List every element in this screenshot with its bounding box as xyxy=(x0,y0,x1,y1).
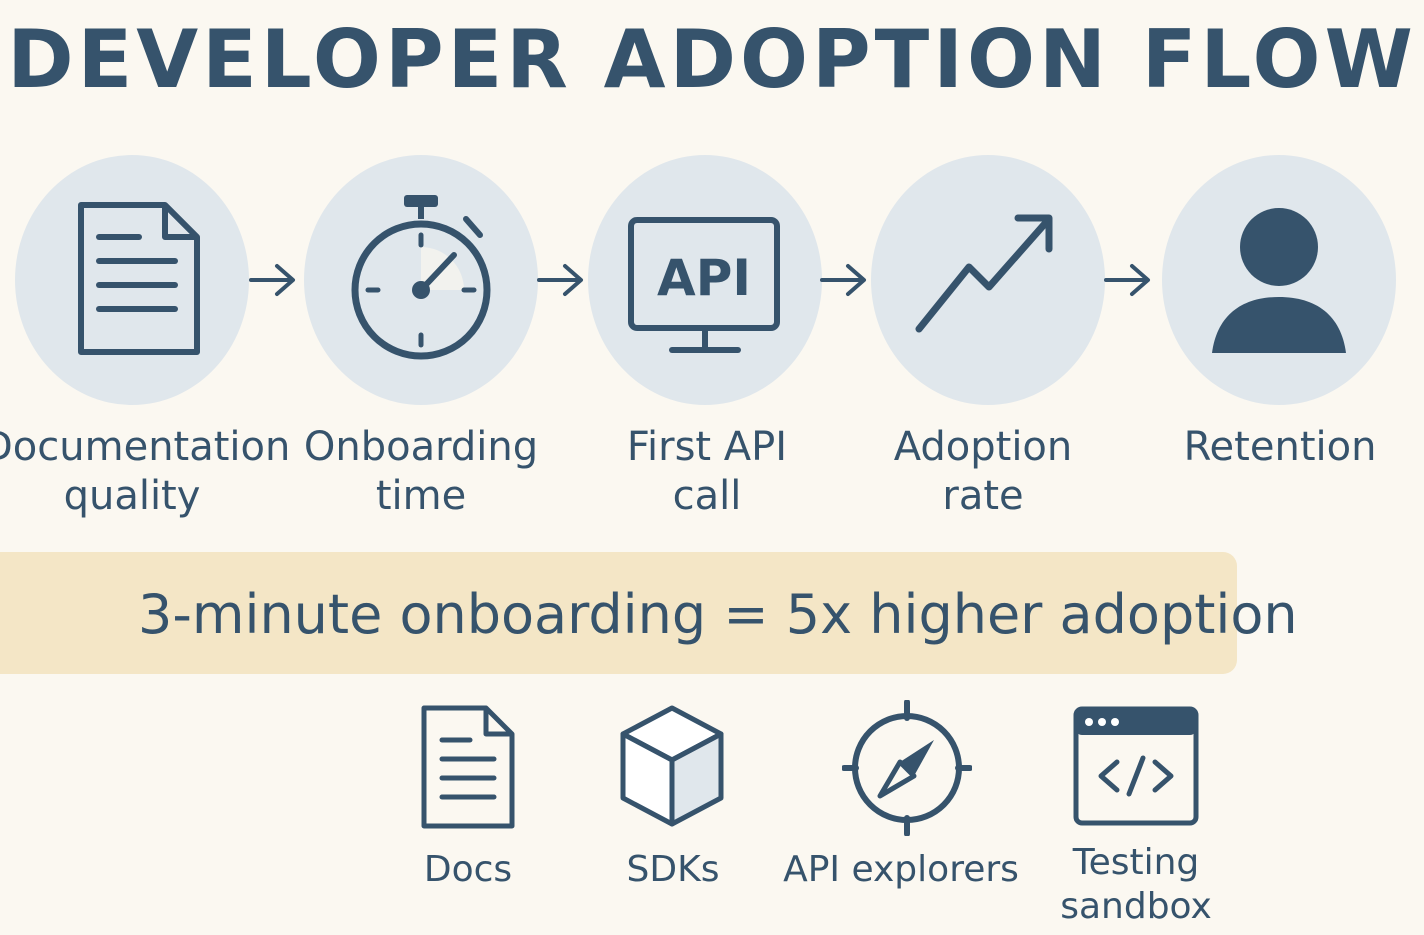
tool-label-testing-sandbox: Testing sandbox xyxy=(1006,841,1266,929)
api-monitor-icon: API xyxy=(628,217,780,353)
api-icon-text: API xyxy=(657,249,751,307)
docs-icon xyxy=(421,705,515,829)
step-first-api-circle: API xyxy=(588,155,822,405)
user-icon xyxy=(1212,208,1346,353)
step-retention-circle xyxy=(1162,155,1396,405)
compass-icon xyxy=(842,700,972,836)
step-label-line2: call xyxy=(672,473,742,519)
step-documentation-circle xyxy=(15,155,249,405)
step-label-line2: time xyxy=(375,473,467,519)
tool-label-line1: SDKs xyxy=(626,849,720,890)
tool-label-line2: sandbox xyxy=(1060,886,1212,927)
step-label-onboarding: Onboarding time xyxy=(271,423,571,521)
code-window-icon xyxy=(1073,706,1199,826)
arrow-right-icon xyxy=(537,264,583,296)
arrow-right-icon xyxy=(249,264,295,296)
step-label-line1: Documentation xyxy=(0,424,291,470)
tool-label-line1: Testing xyxy=(1072,842,1200,883)
stopwatch-icon xyxy=(351,195,491,360)
step-label-line2: quality xyxy=(63,473,201,519)
arrow-right-icon xyxy=(820,264,866,296)
step-onboarding-circle xyxy=(304,155,538,405)
step-label-line1: Adoption xyxy=(893,424,1073,470)
step-label-line1: First API xyxy=(626,424,788,470)
trend-up-icon xyxy=(915,214,1053,333)
highlight-banner xyxy=(0,552,1237,674)
tool-label-line1: Docs xyxy=(423,849,513,890)
tool-label-docs: Docs xyxy=(338,848,598,892)
banner-text: 3-minute onboarding = 5x higher adoption xyxy=(138,583,1298,646)
document-icon xyxy=(78,202,200,355)
step-label-retention: Retention xyxy=(1130,423,1424,472)
arrow-right-icon xyxy=(1104,264,1150,296)
tool-label-line1: API explorers xyxy=(783,849,1019,890)
step-label-line2: rate xyxy=(942,473,1024,519)
tool-label-api-explorers: API explorers xyxy=(771,848,1031,892)
step-label-documentation: Documentation quality xyxy=(0,423,291,521)
step-label-line1: Onboarding xyxy=(303,424,539,470)
step-adoption-circle xyxy=(871,155,1105,405)
step-label-adoption: Adoption rate xyxy=(833,423,1133,521)
step-label-first-api: First API call xyxy=(557,423,857,521)
cube-icon xyxy=(620,705,724,827)
tool-label-sdks: SDKs xyxy=(543,848,803,892)
step-label-line1: Retention xyxy=(1183,424,1377,470)
page-title: DEVELOPER ADOPTION FLOW xyxy=(7,13,1417,106)
